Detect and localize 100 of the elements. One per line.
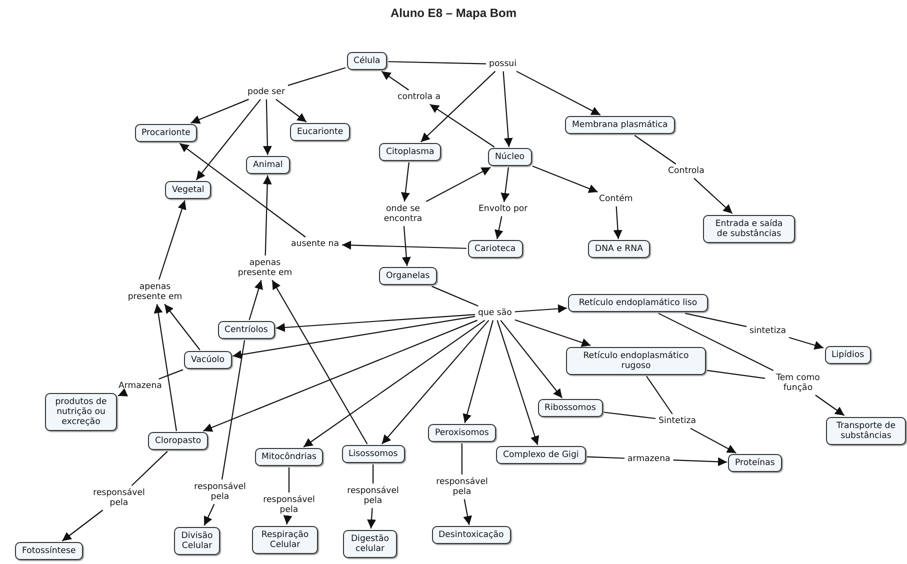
linking-phrase: responsável pela [262, 494, 316, 516]
linking-phrase: sintetiza [750, 326, 786, 336]
concept-label: Vegetal [172, 185, 204, 196]
concept-box [824, 346, 872, 364]
concept-label: Membrana plasmática [572, 120, 668, 130]
connector-arrow [788, 337, 824, 350]
concept-box [379, 267, 437, 286]
concept-label: DNA e RNA [595, 244, 643, 254]
concept-box [728, 454, 782, 472]
concept-box [342, 445, 405, 464]
linking-phrase: ausente na [291, 239, 340, 250]
concept-label: Digestão celular [350, 534, 390, 554]
concept-label: Fotossíntese [22, 546, 76, 556]
connector-arrow [381, 320, 490, 444]
connector-arrow [494, 216, 504, 240]
connector-arrow [283, 515, 292, 525]
concept-box [290, 123, 350, 142]
concept-box [538, 399, 603, 418]
connector-arrow [402, 226, 411, 266]
concept-label: Eucarionte [297, 127, 344, 138]
concept-box [174, 526, 220, 556]
concept-label: Mitocôndrias [262, 452, 316, 462]
connector-arrow [430, 104, 495, 148]
connector-arrow [204, 504, 215, 526]
linking-phrase: responsável pela [193, 482, 247, 502]
connector-arrow [62, 510, 104, 542]
concept-label: Respiração Celular [260, 530, 310, 550]
concept-box [568, 294, 708, 312]
concept-box [566, 346, 706, 376]
connector-arrow [514, 304, 568, 314]
linking-phrase: apenas presente em [126, 282, 184, 302]
connector-arrow [367, 508, 376, 529]
linking-phrase: Contém [599, 194, 633, 204]
concept-label: Proteínas [735, 458, 775, 468]
concept-label: Retículo endoplasmático rugoso [582, 350, 690, 372]
connector-arrow [303, 320, 486, 448]
connector-arrow [673, 457, 728, 466]
linking-phrase: onde se encontra [382, 204, 424, 224]
linking-phrase: responsável pela [346, 486, 400, 506]
connector-arrow [516, 70, 601, 116]
concept-label: Divisão Celular [181, 530, 213, 552]
connector-arrow [514, 319, 591, 347]
connector-arrow [158, 200, 186, 280]
linking-phrase: possui [489, 59, 517, 70]
connector-arrow [272, 280, 368, 444]
concept-box [343, 530, 397, 558]
concept-label: Procarionte [142, 128, 190, 138]
concept-label: Retículo endoplamático liso [578, 298, 698, 308]
concept-label: Organelas [386, 271, 430, 282]
concept-label: produtos de nutrição ou excreção [54, 396, 108, 428]
linking-phrase: Armazena [118, 381, 162, 392]
concept-label: Lisossomos [348, 449, 398, 460]
connector-arrow [815, 394, 845, 416]
connector-arrow [342, 240, 467, 250]
connector-arrow [694, 178, 733, 214]
connector-arrow [190, 98, 249, 124]
concept-box [588, 240, 650, 258]
linking-phrase: pode ser [248, 87, 285, 98]
concept-label: Transporte de substâncias [835, 420, 897, 442]
concept-box [826, 416, 906, 446]
linking-phrase: Sintetiza [658, 416, 696, 426]
connector-arrow [500, 167, 510, 202]
connector-arrow [420, 70, 496, 142]
connector-arrow [179, 142, 306, 238]
connector-arrow [262, 175, 272, 256]
connector-arrow [262, 99, 272, 156]
diagram-title: Aluno E8 – Mapa Bom [389, 6, 518, 20]
concept-box [428, 424, 496, 442]
concept-box [496, 446, 586, 464]
concept-box [148, 432, 208, 450]
linking-phrase: Controla [668, 166, 704, 176]
concept-box [254, 448, 324, 466]
concept-label: Centríolos [224, 325, 268, 336]
concept-label: Animal [253, 160, 283, 170]
concept-label: Núcleo [495, 152, 525, 162]
concept-box [703, 214, 795, 244]
connector-arrow [462, 320, 494, 424]
linking-phrase: armazena [628, 454, 670, 464]
concept-box [432, 526, 511, 544]
connector-arrow [118, 388, 128, 396]
linking-phrase: Envolto por [478, 204, 528, 214]
concept-label: Lipídios [832, 350, 864, 360]
concept-box [218, 321, 275, 340]
concept-label: Desintoxicação [438, 530, 504, 540]
concept-box [45, 392, 117, 432]
concept-box [468, 240, 523, 258]
linking-phrase: Tem como função [775, 372, 821, 394]
concept-label: Célula [354, 56, 380, 66]
connector-arrow [426, 166, 491, 202]
linking-phrase: apenas presente em [236, 258, 294, 278]
connector-arrow [164, 304, 200, 350]
concept-box [134, 124, 198, 142]
concept-label: Peroxisomos [435, 428, 489, 438]
connector-arrow [232, 316, 476, 360]
connector-arrow [400, 162, 410, 202]
connector-arrow [463, 499, 472, 526]
concept-box [15, 542, 83, 560]
concept-box [184, 351, 232, 370]
concept-label: Complexo de Gigi [503, 450, 579, 460]
linking-phrase: responsável pela [92, 488, 146, 508]
